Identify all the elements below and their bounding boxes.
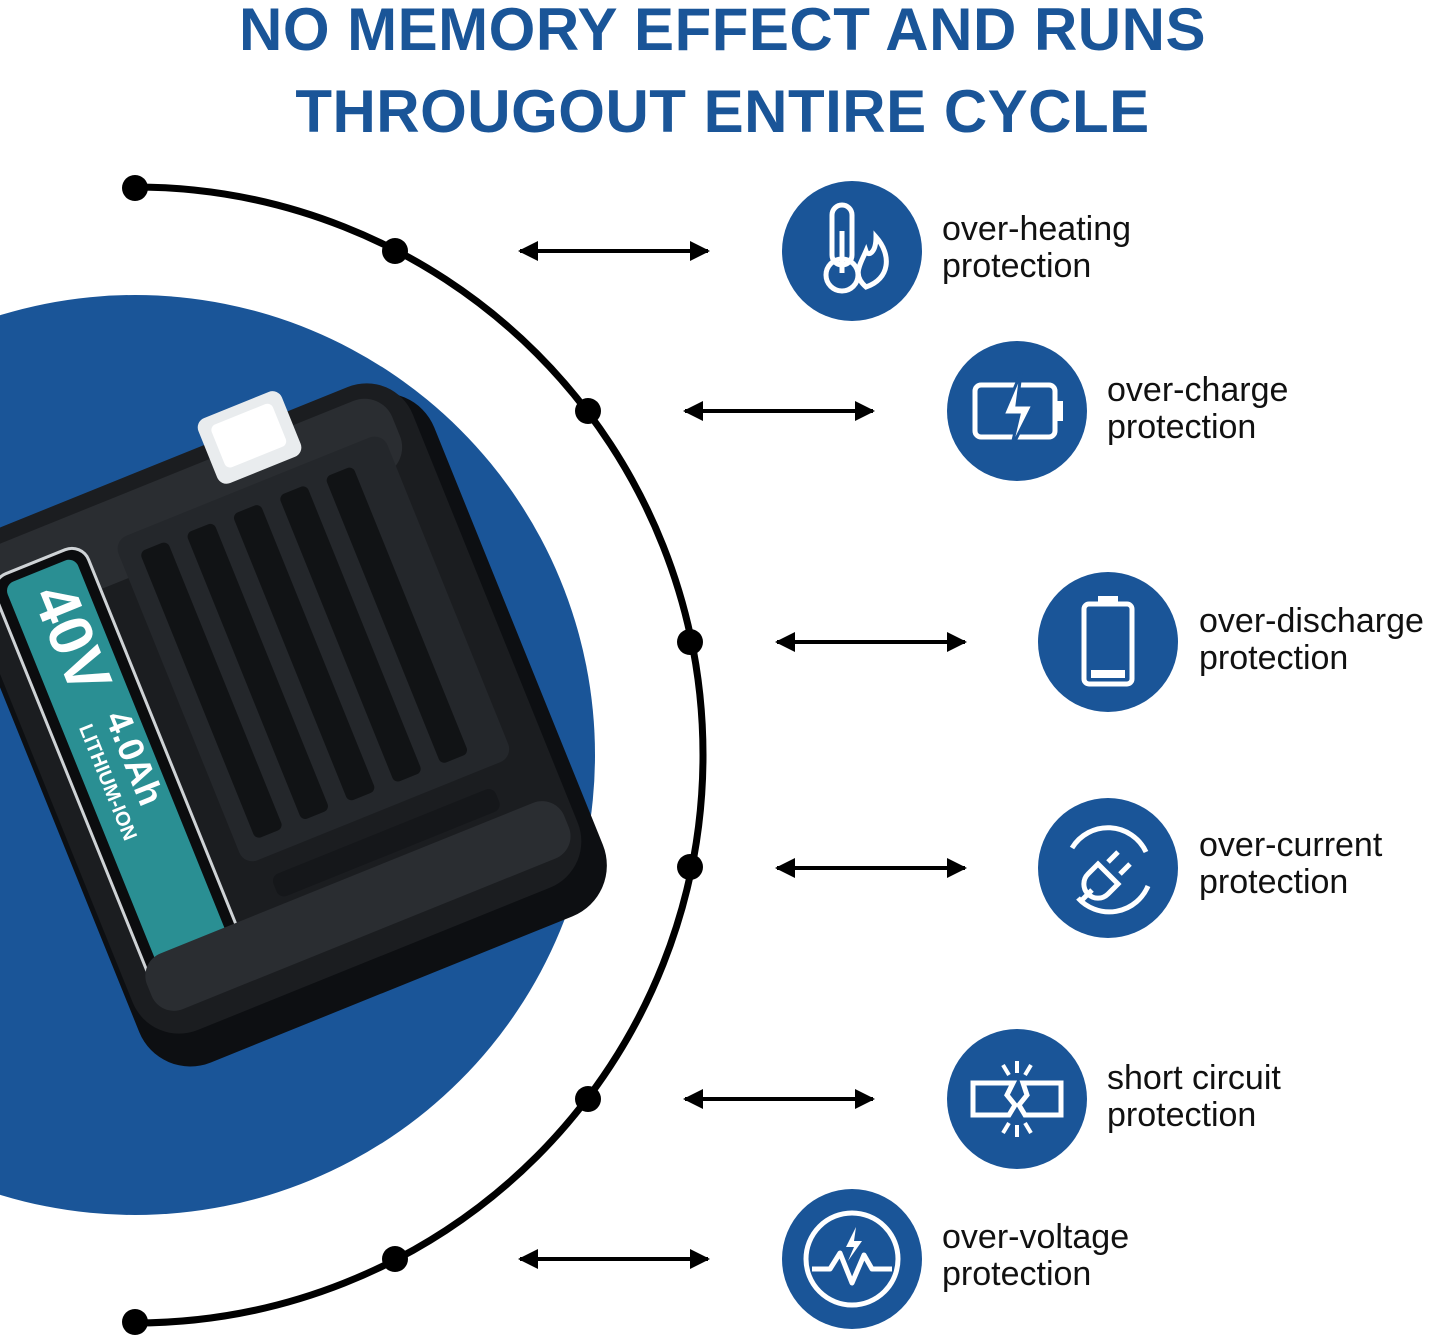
feature-subtitle: protection [942, 1255, 1092, 1293]
battery-empty-icon [1038, 572, 1178, 712]
headline-line-1: NO MEMORY EFFECT AND RUNS [239, 0, 1206, 63]
feature-label-over-charge: over-charge protection [1107, 372, 1288, 446]
battery-bolt-icon [947, 341, 1087, 481]
feature-subtitle: protection [1199, 863, 1349, 901]
feature-subtitle: protection [1107, 408, 1257, 446]
broken-circuit-icon [947, 1029, 1087, 1169]
feature-subtitle: protection [942, 247, 1092, 285]
feature-title: over-heating [942, 210, 1132, 248]
feature-title: over-charge [1107, 371, 1289, 409]
arc-dot [382, 1246, 408, 1272]
arc-end-dot [122, 175, 148, 201]
arc-dot [677, 854, 703, 880]
arc-dot [575, 398, 601, 424]
feature-label-over-current: over-current protection [1199, 827, 1382, 901]
headline-line-2: THROUGOUT ENTIRE CYCLE [295, 78, 1150, 145]
feature-label-over-heating: over-heating protection [942, 211, 1131, 285]
feature-label-over-voltage: over-voltage protection [942, 1219, 1129, 1293]
feature-title: over-discharge [1199, 602, 1424, 640]
feature-subtitle: protection [1107, 1096, 1257, 1134]
voltage-wave-icon [782, 1189, 922, 1329]
feature-label-over-discharge: over-discharge protection [1199, 603, 1424, 677]
feature-title: over-current [1199, 826, 1383, 864]
feature-label-short-circuit: short circuit protection [1107, 1060, 1281, 1134]
plug-cycle-icon [1038, 798, 1178, 938]
protection-arc [134, 183, 707, 1327]
arc-dot [382, 238, 408, 264]
feature-subtitle: protection [1199, 639, 1349, 677]
arc-end-dot [122, 1309, 148, 1335]
battery-product: 40V 4.0Ah LITHIUM-ION [0, 383, 607, 1067]
thermometer-flame-icon [782, 181, 922, 321]
arc-dot [575, 1086, 601, 1112]
arc-dot [677, 629, 703, 655]
feature-title: short circuit [1107, 1059, 1281, 1097]
feature-title: over-voltage [942, 1218, 1130, 1256]
